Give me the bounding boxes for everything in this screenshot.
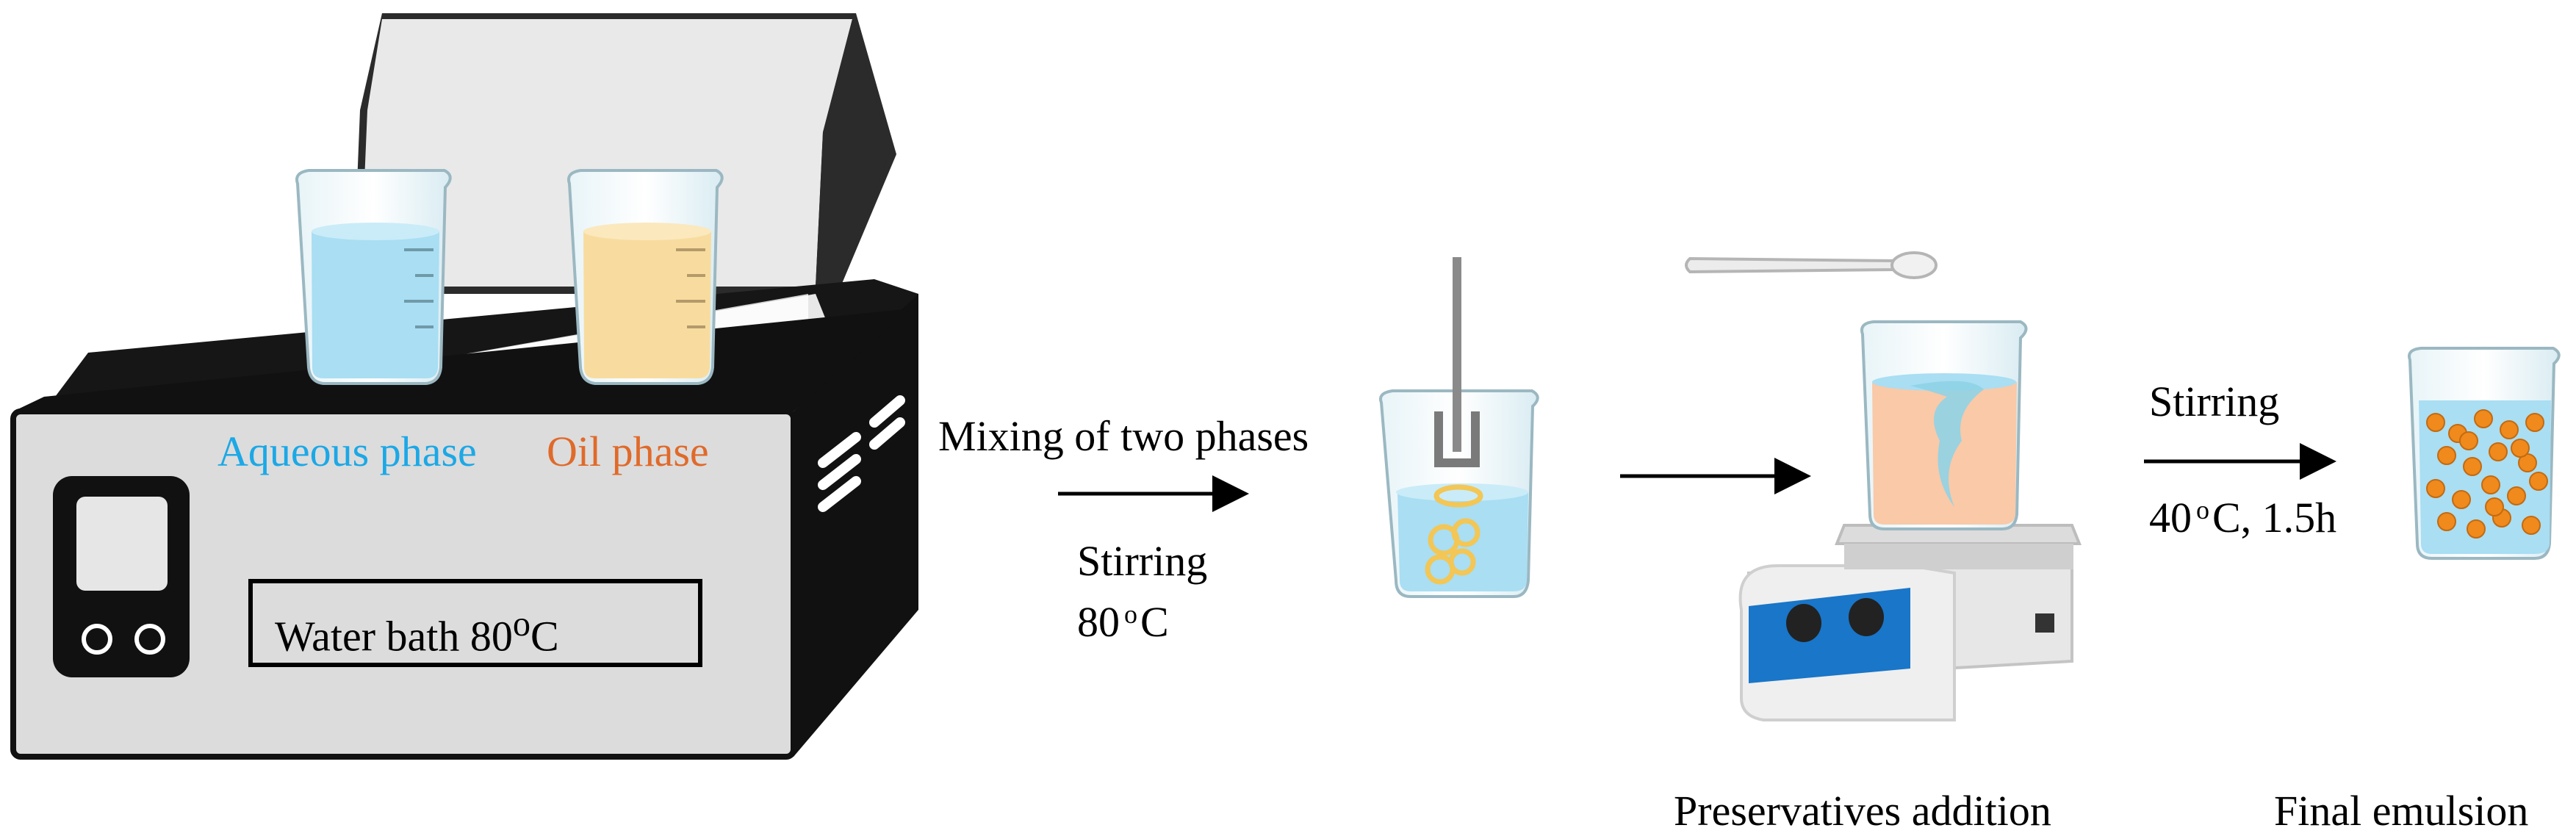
spatula-icon: [1686, 253, 1936, 278]
temp2-rest: C, 1.5h: [2212, 494, 2336, 541]
emulsion-droplet: [2486, 498, 2503, 516]
temp2-value: 40: [2149, 494, 2192, 541]
emulsion-droplet: [2489, 443, 2507, 461]
temp1-value: 80: [1077, 598, 1120, 646]
emulsion-droplet: [2467, 520, 2485, 538]
emulsion-droplet: [2438, 513, 2456, 530]
aqueous-phase-label: Aqueous phase: [217, 431, 477, 473]
degree-symbol: o: [513, 605, 530, 644]
emulsion-droplet: [2453, 491, 2470, 508]
oil-phase-label: Oil phase: [547, 431, 709, 473]
emulsion-droplet: [2482, 476, 2500, 494]
water-bath-label: Water bath 80oC: [275, 604, 559, 660]
emulsion-droplet: [2464, 458, 2481, 475]
emulsion-droplet: [2530, 472, 2547, 490]
stirring-label-1: Stirring: [1077, 540, 1207, 583]
emulsion-droplet: [2475, 410, 2492, 428]
oil-beaker-icon: [569, 170, 722, 384]
preservatives-beaker-icon: [1862, 322, 2026, 529]
emulsion-droplet: [2500, 421, 2518, 439]
water-bath-unit: C: [530, 612, 559, 660]
water-bath-display: Water bath 80oC: [248, 579, 702, 667]
emulsion-droplet: [2508, 487, 2525, 505]
mixing-label: Mixing of two phases: [938, 415, 1309, 458]
temp1-unit: C: [1140, 598, 1169, 646]
degree-symbol: o: [2196, 495, 2209, 525]
magnetic-stirrer-icon: [1741, 525, 2079, 720]
stirring-label-2: Stirring: [2149, 381, 2279, 423]
preservatives-addition-label: Preservatives addition: [1674, 790, 2051, 832]
emulsion-droplet: [2526, 414, 2544, 431]
water-bath-temp: Water bath 80: [275, 612, 513, 660]
emulsion-droplet: [2427, 414, 2444, 431]
emulsion-droplet: [2522, 516, 2540, 534]
aqueous-beaker-icon: [297, 170, 450, 384]
emulsion-droplet: [2427, 480, 2444, 497]
final-emulsion-label: Final emulsion: [2274, 790, 2528, 832]
emulsion-droplet: [2438, 447, 2456, 464]
degree-symbol: o: [1124, 599, 1137, 629]
emulsion-droplet: [2511, 439, 2529, 457]
emulsion-droplet: [2460, 432, 2478, 450]
final-emulsion-beaker-icon: [2409, 348, 2559, 558]
